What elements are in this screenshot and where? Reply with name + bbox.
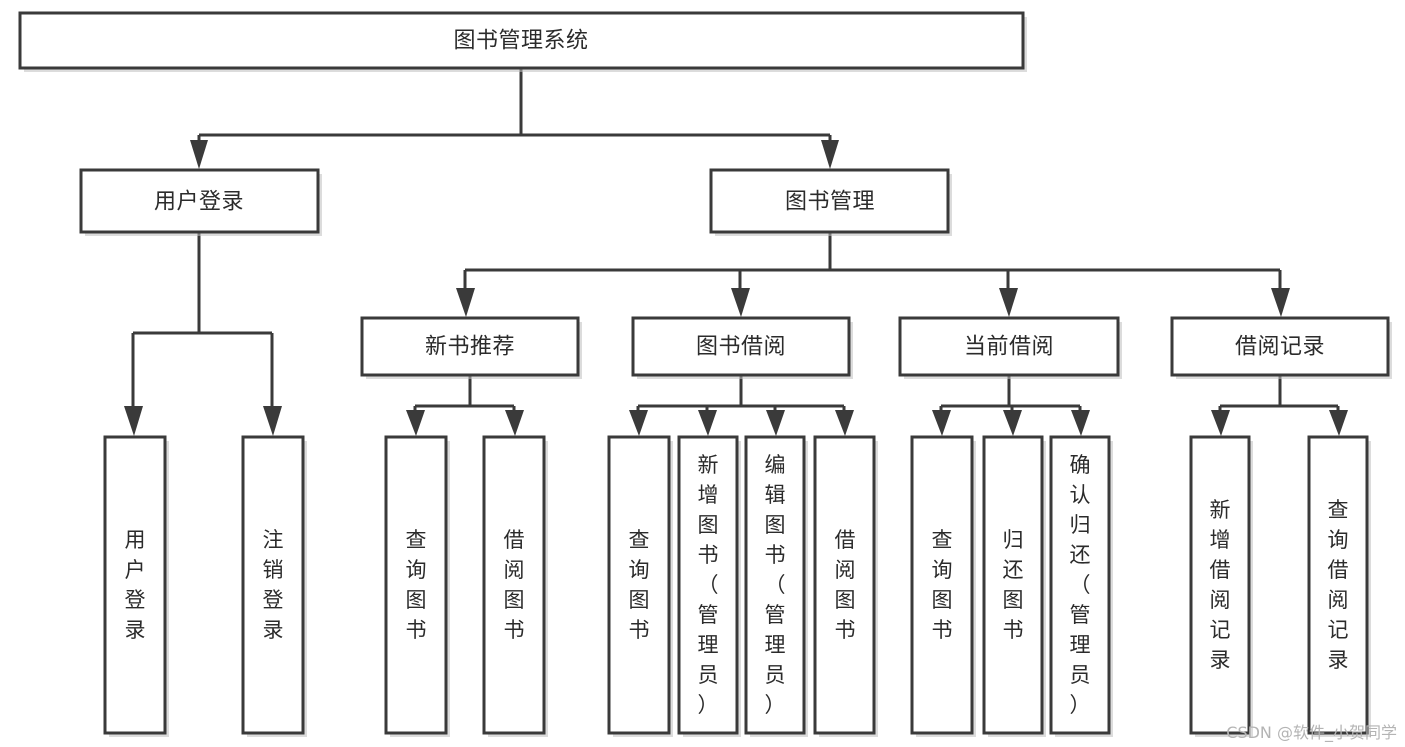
node-leaf-borrow-book-2[interactable]: 借阅图书 <box>813 435 878 737</box>
node-leaf-return-book[interactable]: 归还图书 <box>982 435 1046 737</box>
node-user-login-box[interactable] <box>79 168 320 234</box>
node-borrow-record-label: 借阅记录 <box>1235 335 1325 360</box>
node-book-borrow-box[interactable] <box>631 316 851 377</box>
node-leaf-add-book[interactable]: 新增图书（管理员） <box>677 435 741 737</box>
node-leaf-query-book-2-box[interactable] <box>607 435 671 735</box>
arrowhead-leaf-query-borrow-record <box>1329 410 1348 436</box>
node-leaf-query-borrow-record[interactable]: 查询借阅记录 <box>1307 435 1371 737</box>
node-leaf-return-book-label: 归还图书 <box>1003 528 1024 642</box>
node-leaf-confirm-return[interactable]: 确认归还（管理员） <box>1049 435 1113 737</box>
arrowhead-leaf-logout-login <box>263 406 282 436</box>
edge-layer <box>124 68 1348 436</box>
node-leaf-query-book-1-label: 查询图书 <box>406 528 427 642</box>
arrowhead-leaf-add-borrow-record <box>1211 410 1230 436</box>
node-leaf-query-book-2-label: 查询图书 <box>629 528 650 642</box>
node-book-borrow-label: 图书借阅 <box>696 335 786 360</box>
node-leaf-borrow-book-2-box[interactable] <box>813 435 876 735</box>
node-leaf-edit-book[interactable]: 编辑图书（管理员） <box>744 435 808 737</box>
arrowhead-borrow-record <box>1271 288 1290 317</box>
node-root[interactable]: 图书管理系统 <box>18 11 1027 72</box>
node-leaf-user-login[interactable]: 用户登录 <box>103 435 169 737</box>
csdn-watermark: CSDN @软件_小贺同学 <box>1226 723 1397 742</box>
arrowhead-leaf-return-book <box>1003 410 1022 436</box>
arrowhead-leaf-query-book-3 <box>932 410 951 436</box>
node-leaf-add-book-label: 新增图书（管理员） <box>698 453 719 717</box>
node-leaf-query-book-1[interactable]: 查询图书 <box>384 435 450 737</box>
node-root-label: 图书管理系统 <box>453 29 588 54</box>
node-leaf-query-borrow-record-label: 查询借阅记录 <box>1328 498 1349 672</box>
node-leaf-add-book-box[interactable] <box>677 435 739 735</box>
node-borrow-record[interactable]: 借阅记录 <box>1170 316 1392 379</box>
node-leaf-borrow-book-1[interactable]: 借阅图书 <box>482 435 548 737</box>
arrowhead-new-book-recommend <box>456 288 475 317</box>
node-leaf-borrow-book-1-box[interactable] <box>482 435 546 735</box>
node-leaf-logout-login[interactable]: 注销登录 <box>241 435 307 737</box>
arrowhead-leaf-confirm-return <box>1071 410 1090 436</box>
node-current-borrow[interactable]: 当前借阅 <box>898 316 1122 379</box>
arrowhead-leaf-add-book <box>698 410 717 436</box>
node-book-manage-box[interactable] <box>709 168 950 234</box>
node-leaf-add-borrow-record-label: 新增借阅记录 <box>1210 498 1231 672</box>
node-leaf-borrow-book-1-label: 借阅图书 <box>504 528 525 642</box>
node-leaf-return-book-box[interactable] <box>982 435 1044 735</box>
node-leaf-user-login-box[interactable] <box>103 435 167 735</box>
arrowhead-leaf-query-book-1 <box>406 410 425 436</box>
arrowhead-book-borrow <box>731 288 750 317</box>
arrowhead-leaf-query-book-2 <box>629 410 648 436</box>
node-user-login-label: 用户登录 <box>154 190 244 215</box>
arrowhead-leaf-user-login <box>124 406 143 436</box>
node-leaf-query-book-3-label: 查询图书 <box>932 528 953 642</box>
node-leaf-edit-book-label: 编辑图书（管理员） <box>765 453 786 717</box>
arrowhead-bookmanage <box>821 140 839 169</box>
node-leaf-logout-login-label: 注销登录 <box>263 528 284 642</box>
node-leaf-edit-book-box[interactable] <box>744 435 806 735</box>
node-leaf-logout-login-box[interactable] <box>241 435 305 735</box>
node-leaf-borrow-book-2-label: 借阅图书 <box>835 528 856 642</box>
arrowhead-leaf-borrow-book-1 <box>505 410 524 436</box>
node-new-book-recommend[interactable]: 新书推荐 <box>360 316 582 379</box>
node-leaf-query-book-1-box[interactable] <box>384 435 448 735</box>
node-book-borrow[interactable]: 图书借阅 <box>631 316 853 379</box>
node-user-login[interactable]: 用户登录 <box>79 168 322 236</box>
node-leaf-add-borrow-record-box[interactable] <box>1189 435 1251 735</box>
node-book-manage[interactable]: 图书管理 <box>709 168 952 236</box>
arrowhead-userlogin <box>190 140 208 169</box>
node-leaf-query-book-3-box[interactable] <box>910 435 974 735</box>
node-leaf-confirm-return-label: 确认归还（管理员） <box>1070 453 1091 717</box>
node-current-borrow-label: 当前借阅 <box>964 335 1054 360</box>
node-leaf-user-login-label: 用户登录 <box>125 528 146 642</box>
node-root-box[interactable] <box>18 11 1025 70</box>
arrowhead-leaf-edit-book <box>766 410 785 436</box>
arrowhead-current-borrow <box>999 288 1018 317</box>
node-layer: 图书管理系统 用户登录 图书管理 新书推荐 <box>18 11 1392 737</box>
node-leaf-add-borrow-record[interactable]: 新增借阅记录 <box>1189 435 1253 737</box>
node-book-manage-label: 图书管理 <box>785 190 875 215</box>
node-leaf-confirm-return-box[interactable] <box>1049 435 1111 735</box>
node-current-borrow-box[interactable] <box>898 316 1120 377</box>
node-leaf-query-book-2[interactable]: 查询图书 <box>607 435 673 737</box>
node-leaf-query-book-3[interactable]: 查询图书 <box>910 435 976 737</box>
node-new-book-recommend-label: 新书推荐 <box>425 335 515 360</box>
arrowhead-leaf-borrow-book-2 <box>835 410 854 436</box>
node-borrow-record-box[interactable] <box>1170 316 1390 377</box>
node-leaf-query-borrow-record-box[interactable] <box>1307 435 1369 735</box>
node-new-book-recommend-box[interactable] <box>360 316 580 377</box>
